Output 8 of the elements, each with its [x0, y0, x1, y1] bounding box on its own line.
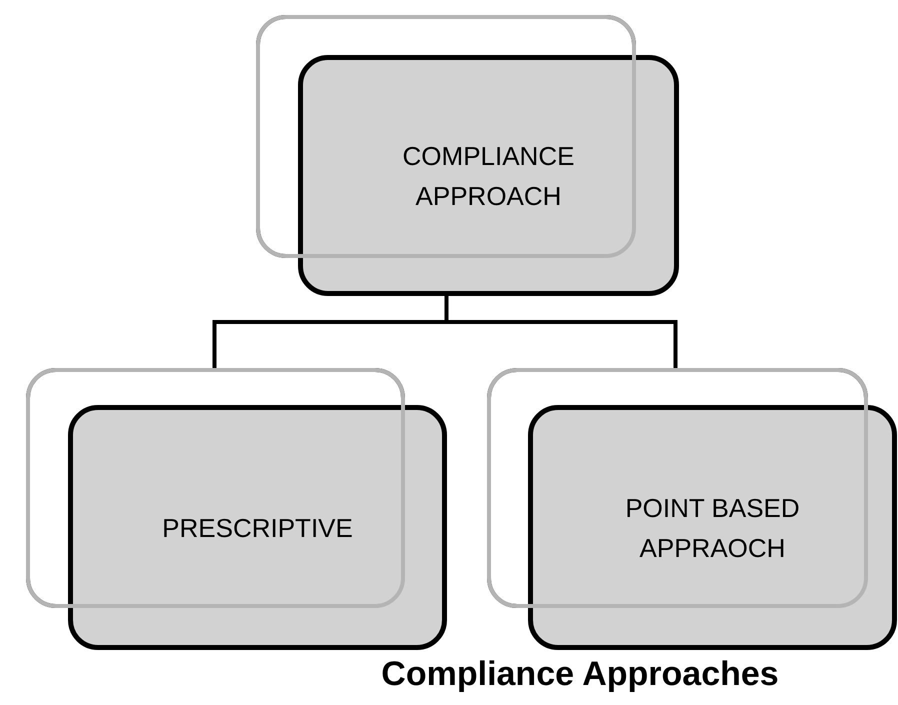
stacked-box [487, 368, 897, 650]
box-label: POINT BASED APPRAOCH [624, 492, 801, 564]
box-label: PRESCRIPTIVE [162, 512, 353, 544]
diagram-caption: Compliance Approaches [380, 654, 780, 695]
box-label: COMPLIANCE APPROACH [402, 140, 576, 212]
connector-line [444, 296, 678, 368]
stacked-box [256, 15, 679, 296]
stacked-box [26, 368, 447, 650]
